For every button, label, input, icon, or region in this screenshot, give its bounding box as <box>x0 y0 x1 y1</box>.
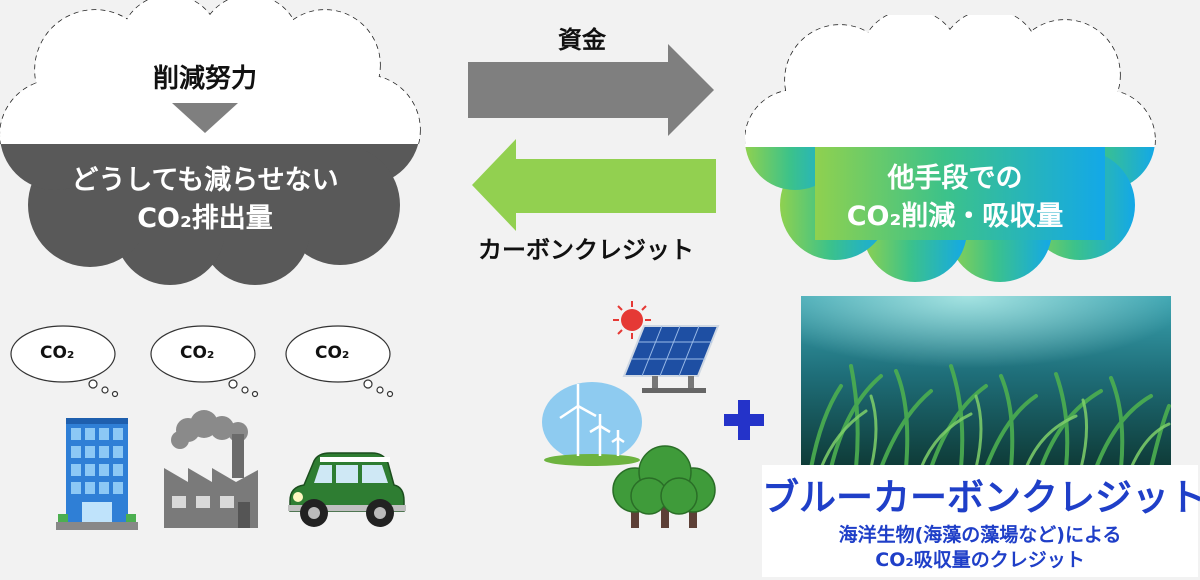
reduction-effort-label: 削減努力 <box>152 64 257 94</box>
co2-bubble-3 <box>285 325 394 398</box>
left-cloud <box>0 0 421 285</box>
funding-label: 資金 <box>558 26 606 54</box>
carbon-credit-label: カーボンクレジット <box>478 236 694 264</box>
wind-turbine-icon <box>542 382 642 466</box>
office-building-icon <box>56 418 138 530</box>
carbon-credit-arrow <box>472 139 716 231</box>
unavoidable-emissions-line1: どうしても減らせない <box>71 165 339 196</box>
blue-carbon-subtitle-line1: 海洋生物(海藻の藻場など)による <box>838 524 1122 546</box>
car-icon <box>288 452 406 527</box>
forest-icon <box>612 445 716 528</box>
factory-icon <box>164 410 258 528</box>
blue-carbon-box: ブルーカーボンクレジット 海洋生物(海藻の藻場など)による CO₂吸収量のクレジ… <box>762 465 1200 577</box>
co2-bubble-1 <box>10 325 119 398</box>
co2-bubble-1-label: CO₂ <box>40 343 75 363</box>
blue-carbon-title: ブルーカーボンクレジット <box>762 476 1200 519</box>
plus-icon <box>724 400 764 440</box>
co2-bubble-3-label: CO₂ <box>315 343 350 363</box>
blue-carbon-subtitle-line2: CO₂吸収量のクレジット <box>875 549 1085 571</box>
co2-bubble-2 <box>150 325 259 398</box>
unavoidable-emissions-label: どうしても減らせない CO₂排出量 <box>40 162 370 238</box>
unavoidable-emissions-line2: CO₂排出量 <box>137 203 273 234</box>
offset-label-line1: 他手段での <box>887 163 1023 194</box>
solar-panel-icon <box>622 325 720 393</box>
seagrass-photo <box>801 296 1171 468</box>
funding-arrow <box>468 44 714 136</box>
reduction-arrow <box>172 103 238 133</box>
offset-label-line2: CO₂削減・吸収量 <box>846 201 1064 232</box>
blue-carbon-subtitle: 海洋生物(海藻の藻場など)による CO₂吸収量のクレジット <box>762 523 1198 573</box>
offset-label: 他手段での CO₂削減・吸収量 <box>785 160 1125 236</box>
co2-bubble-2-label: CO₂ <box>180 343 215 363</box>
right-cloud <box>745 15 1156 282</box>
